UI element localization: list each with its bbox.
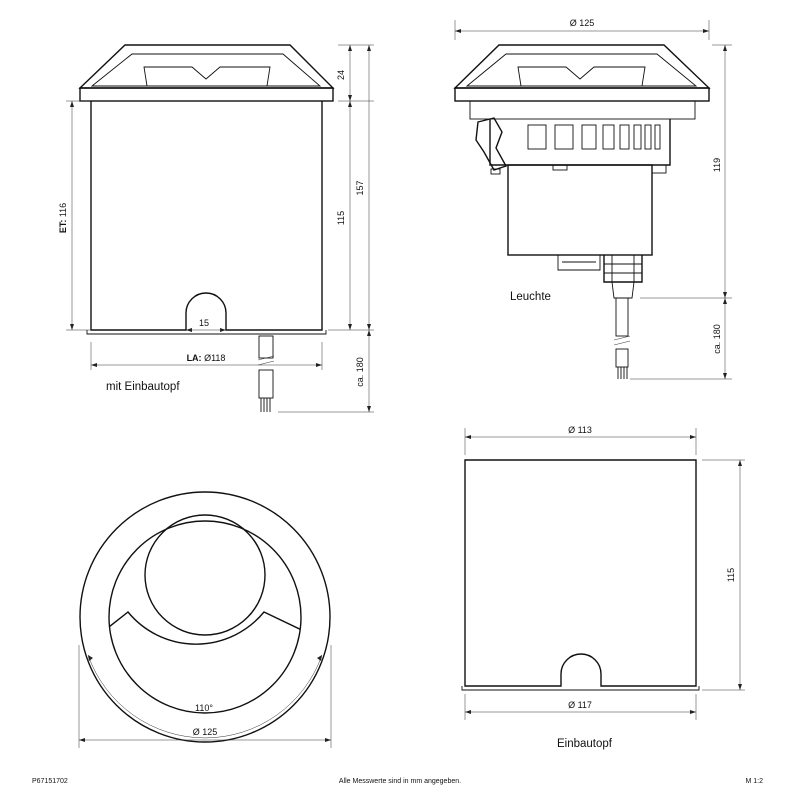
lamp-cable-wires [617,367,628,379]
article-number: P67151702 [32,778,68,785]
housing-top-diameter-label: Ø 113 [568,425,592,435]
cable-length-label: ca. 180 [355,357,365,387]
lamp-diameter-label: Ø 125 [570,18,595,28]
lid-window [143,66,271,87]
lamp-lid-inner [465,53,698,87]
cable-upper [258,335,274,359]
top-view-drawing: 110° Ø 125 [78,491,332,748]
housing-outline [464,459,697,687]
housing-view-caption: Einbautopf [557,738,613,750]
cable-gland [603,255,643,283]
outer-ring [79,491,331,743]
et-dimension-label: ET: 116 [58,203,68,233]
lamp-tab-left [552,164,568,171]
housing-view-drawing: Ø 113 Ø 117 115 Einbautopf [461,425,745,750]
la-dimension-label: LA: Ø118 [187,353,226,363]
lamp-cable-upper [615,297,629,337]
lamp-lower-box [507,164,653,256]
side-view-drawing: 24 115 157 ca. 180 ET: 116 15 LA: Ø118 m… [58,44,374,413]
scale-label: M 1:2 [745,778,763,785]
lid-trapezoid [78,44,335,89]
lamp-tab-right [651,164,667,174]
height-total-label: 157 [355,180,365,195]
light-exit-opening [109,611,301,645]
housing-bottom-diameter-label: Ø 117 [568,700,592,710]
lamp-driver-body [489,119,671,166]
et-value: 116 [58,203,68,220]
lens-circle [144,514,266,636]
la-value: Ø118 [202,353,226,363]
lamp-collar [454,87,710,102]
housing-body [90,101,323,331]
housing-base-flange [461,686,700,691]
height-top-label: 24 [336,70,346,80]
notch-width-label: 15 [199,318,209,328]
cable-break [257,355,275,366]
side-view-caption: mit Einbautopf [106,381,180,393]
et-prefix: ET: [58,220,68,234]
clip-foot [490,168,501,175]
cable-lower [258,369,274,399]
lamp-height-label: 119 [712,158,722,172]
luminaire-view-drawing: Ø 125 119 ca. 180 Leuchte [453,18,732,380]
beam-angle-label: 110° [195,703,213,713]
gland-left [557,255,601,271]
lid-inner-trapezoid [90,53,322,87]
lid-collar [79,87,334,102]
footer: P67151702 Alle Messwerte sind in mm ange… [32,778,763,785]
measurement-note: Alle Messwerte sind in mm angegeben. [339,778,461,785]
cooling-slots [527,124,661,150]
lamp-cable-length-label: ca. 180 [712,324,722,354]
gland-nozzle [611,281,635,299]
mounting-clip [475,117,508,171]
housing-height-label: 115 [726,568,736,582]
height-body-label: 115 [336,211,346,225]
luminaire-view-caption: Leuchte [510,291,551,303]
la-prefix: LA: [187,353,202,363]
inner-ring [108,520,302,714]
top-diameter-label: Ø 125 [193,727,218,737]
housing-flange [86,330,327,335]
lamp-ring [469,100,696,120]
angle-arc [87,654,323,739]
lamp-cable-lower [615,348,629,368]
cable-wires [260,398,271,412]
lamp-window [517,66,646,87]
lamp-lid-trapezoid [453,44,711,89]
